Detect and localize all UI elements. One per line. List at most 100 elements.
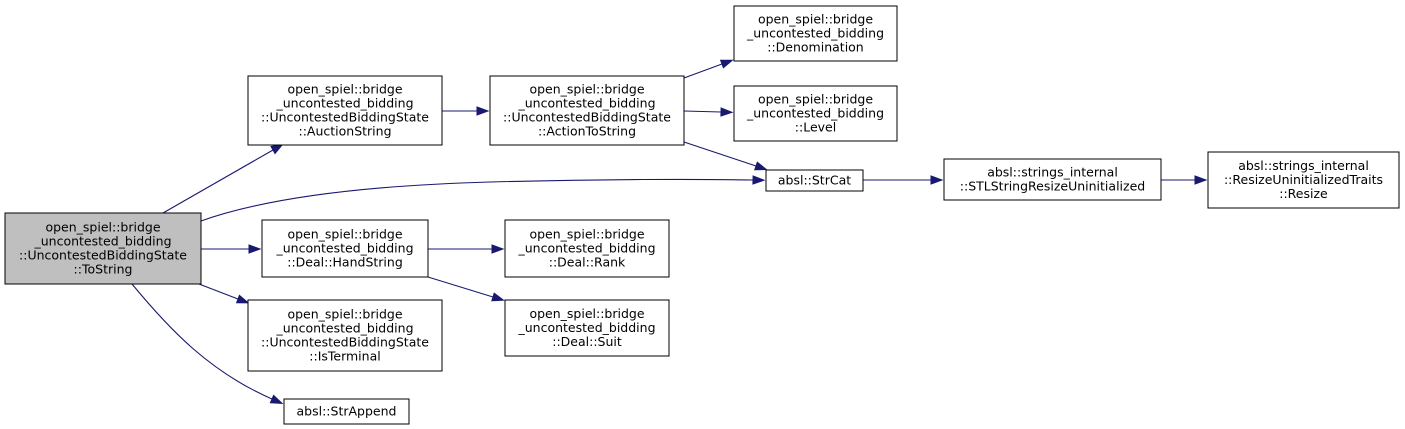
- edge-tostring-to-strcat: [200, 175, 766, 222]
- edge-handstring-to-rank: [428, 244, 505, 254]
- node-label-line: ::UncontestedBiddingState: [19, 248, 187, 263]
- node-label-line: open_spiel::bridge: [287, 227, 402, 242]
- node-box: [943, 158, 1162, 201]
- node-level[interactable]: open_spiel::bridge_uncontested_bidding::…: [733, 85, 898, 142]
- node-label-line: _uncontested_bidding: [746, 106, 884, 121]
- node-label-line: open_spiel::bridge: [758, 92, 873, 107]
- node-label-line: ::IsTerminal: [309, 349, 380, 364]
- node-label-line: open_spiel::bridge: [45, 220, 160, 235]
- nodes-layer: open_spiel::bridge_uncontested_bidding::…: [4, 5, 1400, 425]
- edge-line: [131, 283, 273, 400]
- node-tostring[interactable]: open_spiel::bridge_uncontested_bidding::…: [4, 212, 202, 285]
- node-label-line: open_spiel::bridge: [529, 82, 644, 97]
- node-label-line: ::Resize: [1279, 186, 1328, 201]
- edge-handstring-to-suit: [427, 276, 505, 302]
- node-handstring[interactable]: open_spiel::bridge_uncontested_bidding::…: [261, 219, 429, 278]
- node-label-line: ::ToString: [74, 262, 133, 277]
- arrowhead-icon: [1194, 175, 1208, 185]
- edge-line: [162, 149, 274, 214]
- edge-line: [200, 178, 754, 222]
- edge-actiontostring-to-level: [683, 107, 734, 117]
- node-label-line: ::AuctionString: [298, 124, 391, 139]
- edge-tostring-to-isterminal: [198, 283, 250, 304]
- arrowhead-icon: [719, 59, 734, 69]
- arrowhead-icon: [930, 175, 944, 185]
- node-label-line: _uncontested_bidding: [275, 241, 413, 256]
- arrowhead-icon: [269, 394, 284, 404]
- node-rank[interactable]: open_spiel::bridge_uncontested_bidding::…: [504, 219, 670, 278]
- node-label-line: ::UncontestedBiddingState: [261, 110, 429, 125]
- node-label-line: ::Level: [795, 120, 836, 135]
- node-strappend[interactable]: absl::StrAppend: [283, 398, 410, 425]
- node-label-line: ::STLStringResizeUninitialized: [960, 179, 1145, 194]
- edge-line: [427, 276, 494, 298]
- arrowhead-icon: [491, 244, 505, 254]
- node-box: [4, 212, 202, 285]
- node-box: [504, 299, 670, 357]
- node-isterminal[interactable]: open_spiel::bridge_uncontested_bidding::…: [247, 299, 443, 372]
- node-label-line: ::Deal::Suit: [552, 334, 622, 349]
- node-box: [504, 219, 670, 278]
- node-label-line: ::ResizeUninitializedTraits: [1224, 172, 1383, 187]
- edge-auctionstring-to-actiontostring: [442, 106, 490, 116]
- arrowhead-icon: [248, 244, 262, 254]
- node-box: [247, 299, 443, 372]
- node-strcat[interactable]: absl::StrCat: [765, 169, 864, 192]
- node-label-line: open_spiel::bridge: [529, 306, 644, 321]
- node-label-line: _uncontested_bidding: [517, 241, 655, 256]
- node-label-line: ::Deal::HandString: [287, 255, 403, 270]
- node-label-line: ::UncontestedBiddingState: [261, 335, 429, 350]
- edge-tostring-to-auctionstring: [162, 143, 284, 214]
- edge-line: [683, 110, 722, 113]
- node-label-line: ::Denomination: [767, 40, 863, 55]
- node-box: [283, 398, 410, 425]
- edge-line: [683, 63, 723, 79]
- node-label-line: _uncontested_bidding: [33, 234, 171, 249]
- node-label-line: _uncontested_bidding: [746, 26, 884, 41]
- node-box: [1207, 151, 1400, 209]
- node-label-line: _uncontested_bidding: [275, 321, 413, 336]
- arrowhead-icon: [720, 107, 734, 117]
- node-actiontostring[interactable]: open_spiel::bridge_uncontested_bidding::…: [489, 75, 685, 146]
- arrowhead-icon: [752, 175, 766, 185]
- node-label-line: absl::StrAppend: [297, 404, 397, 419]
- edge-stlresize-to-traitsresize: [1161, 175, 1208, 185]
- arrowhead-icon: [235, 294, 250, 304]
- node-auctionstring[interactable]: open_spiel::bridge_uncontested_bidding::…: [247, 75, 443, 146]
- node-label-line: ::Deal::Rank: [549, 255, 626, 270]
- node-label-line: absl::StrCat: [778, 173, 851, 188]
- node-traitsresize[interactable]: absl::strings_internal::ResizeUninitiali…: [1207, 151, 1400, 209]
- node-label-line: _uncontested_bidding: [275, 96, 413, 111]
- node-label-line: absl::strings_internal: [987, 165, 1118, 180]
- node-label-line: _uncontested_bidding: [517, 96, 655, 111]
- node-label-line: open_spiel::bridge: [287, 82, 402, 97]
- node-label-line: ::UncontestedBiddingState: [503, 110, 671, 125]
- arrowhead-icon: [476, 106, 490, 116]
- node-box: [733, 5, 898, 62]
- node-box: [733, 85, 898, 142]
- node-label-line: open_spiel::bridge: [287, 307, 402, 322]
- node-box: [261, 219, 429, 278]
- node-suit[interactable]: open_spiel::bridge_uncontested_bidding::…: [504, 299, 670, 357]
- node-label-line: open_spiel::bridge: [529, 227, 644, 242]
- edge-actiontostring-to-strcat: [683, 141, 768, 171]
- node-box: [489, 75, 685, 146]
- edge-tostring-to-strappend: [131, 283, 284, 404]
- node-box: [765, 169, 864, 192]
- edge-line: [683, 141, 757, 167]
- node-stlresize[interactable]: absl::strings_internal::STLStringResizeU…: [943, 158, 1162, 201]
- edge-tostring-to-handstring: [201, 244, 262, 254]
- edges-layer: [131, 59, 1208, 404]
- node-denomination[interactable]: open_spiel::bridge_uncontested_bidding::…: [733, 5, 898, 62]
- edge-line: [198, 283, 239, 300]
- arrowhead-icon: [270, 143, 284, 155]
- arrowhead-icon: [491, 292, 505, 302]
- edge-strcat-to-stlresize: [863, 175, 944, 185]
- arrowhead-icon: [753, 161, 768, 171]
- node-box: [247, 75, 443, 146]
- node-label-line: open_spiel::bridge: [758, 12, 873, 27]
- edge-actiontostring-to-denomination: [683, 59, 734, 79]
- node-label-line: _uncontested_bidding: [517, 320, 655, 335]
- node-label-line: absl::strings_internal: [1238, 158, 1369, 173]
